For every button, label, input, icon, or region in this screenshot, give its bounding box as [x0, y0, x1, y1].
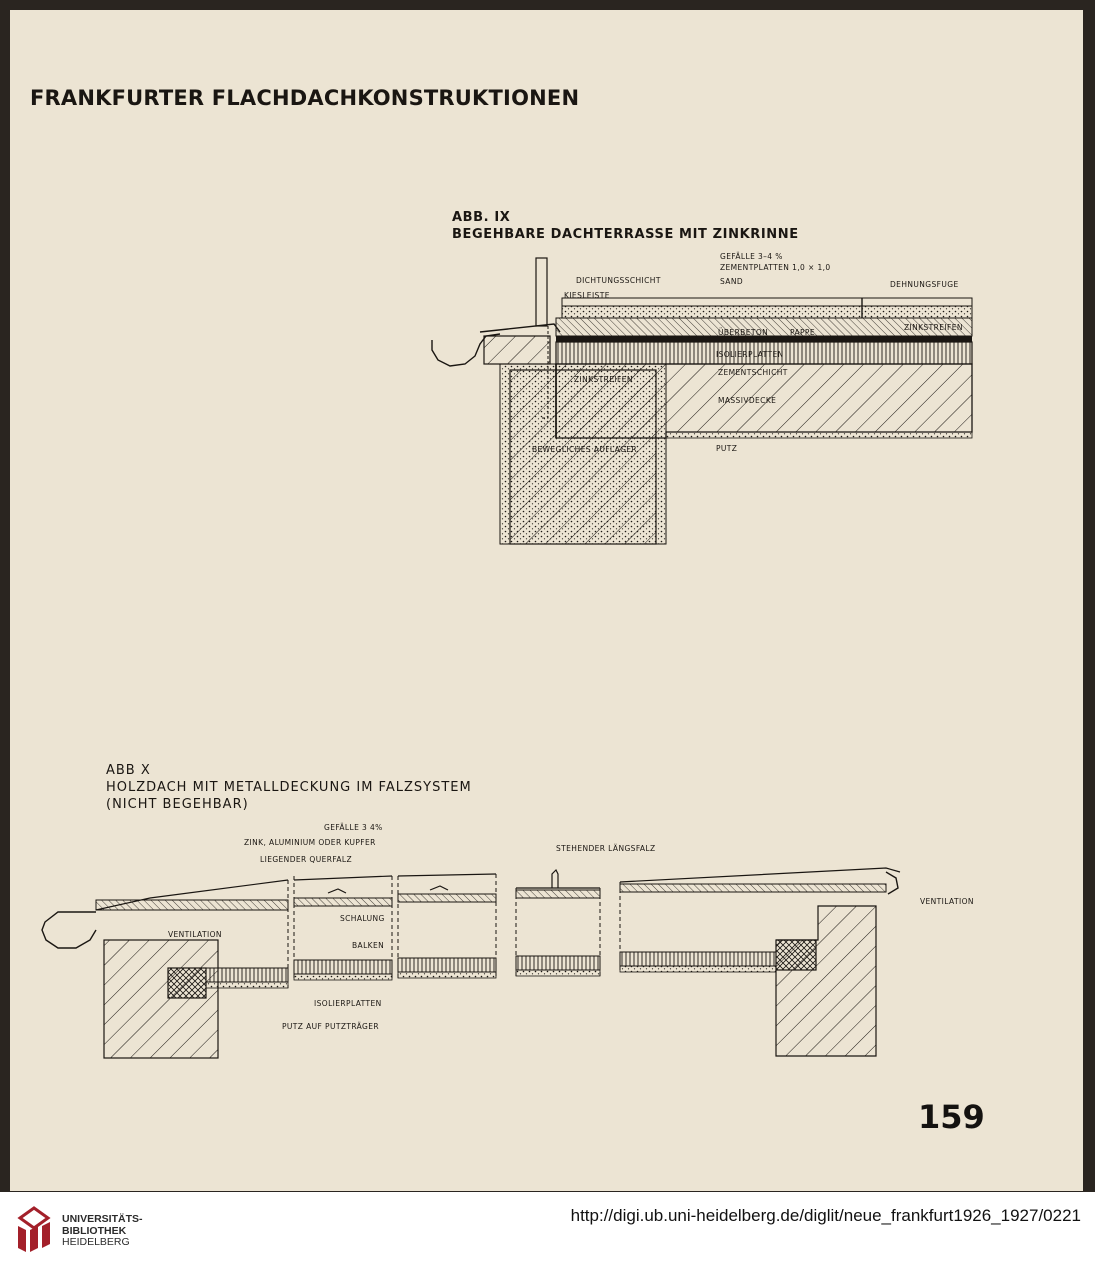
label-ventilation-right: VENTILATION: [920, 897, 974, 906]
library-logo-icon: [17, 1206, 51, 1252]
figure-10-structure: [41, 867, 901, 1059]
label-gefaelle-10: GEFÄLLE 3 4%: [324, 823, 383, 832]
viewer-footer: UNIVERSITÄTS- BIBLIOTHEK HEIDELBERG http…: [0, 1192, 1095, 1271]
page-number: 159: [918, 1098, 985, 1136]
page-title: FRANKFURTER FLACHDACHKONSTRUKTIONEN: [30, 86, 580, 110]
label-zinkstreifen-right: ZINKSTREIFEN: [904, 323, 963, 332]
label-zinkstreifen-left: ZINKSTREIFEN: [574, 375, 633, 384]
figure-10-number: ABB X: [106, 763, 151, 778]
label-putz: PUTZ: [716, 444, 737, 453]
label-ueberbeton: ÜBERBETON: [718, 328, 768, 337]
label-pappe: PAPPE: [790, 328, 815, 337]
library-name-line-3: HEIDELBERG: [62, 1236, 130, 1248]
label-schalung: SCHALUNG: [340, 914, 385, 923]
figure-9-structure: [431, 257, 973, 545]
label-putz-auf-putztraeger: PUTZ AUF PUTZTRÄGER: [282, 1022, 379, 1031]
figure-9-caption: ABB. IX BEGEHBARE DACHTERRASSE MIT ZINKR…: [452, 209, 799, 243]
label-stehender-laengsfalz: STEHENDER LÄNGSFALZ: [556, 844, 656, 853]
figure-10-subtitle: (NICHT BEGEHBAR): [106, 797, 249, 812]
label-zink-aluminium-kupfer: ZINK, ALUMINIUM ODER KUPFER: [244, 838, 376, 847]
library-name-line-2: BIBLIOTHEK: [62, 1224, 127, 1237]
figure-10-caption: ABB X HOLZDACH MIT METALLDECKUNG IM FALZ…: [106, 762, 472, 813]
label-bewegliches-auflager: BEWEGLICHES AUFLAGER: [532, 445, 637, 454]
label-isolierplatten-10: ISOLIERPLATTEN: [314, 999, 382, 1008]
label-ventilation-left: VENTILATION: [168, 930, 222, 939]
library-name: UNIVERSITÄTS- BIBLIOTHEK HEIDELBERG: [62, 1213, 143, 1249]
library-name-line-1: UNIVERSITÄTS-: [62, 1213, 143, 1225]
figure-10-title: HOLZDACH MIT METALLDECKUNG IM FALZSYSTEM: [106, 780, 472, 795]
label-balken: BALKEN: [352, 941, 384, 950]
figure-9-title: BEGEHBARE DACHTERRASSE MIT ZINKRINNE: [452, 227, 799, 242]
label-gefaelle: GEFÄLLE 3–4 %: [720, 252, 783, 261]
figure-9-labels: GEFÄLLE 3–4 % ZEMENTPLATTEN 1,0 × 1,0 DI…: [532, 252, 963, 454]
figure-10-labels: GEFÄLLE 3 4% ZINK, ALUMINIUM ODER KUPFER…: [168, 823, 974, 1031]
label-isolierplatten: ISOLIERPLATTEN: [716, 350, 784, 359]
label-zementschicht: ZEMENTSCHICHT: [718, 368, 788, 377]
label-kiesleiste: KIESLEISTE: [564, 291, 610, 300]
label-dehnungsfuge: DEHNUNGSFUGE: [890, 280, 959, 289]
label-liegender-querfalz: LIEGENDER QUERFALZ: [260, 855, 352, 864]
label-zementplatten: ZEMENTPLATTEN 1,0 × 1,0: [720, 263, 831, 272]
figure-9-number: ABB. IX: [452, 210, 511, 225]
label-sand: SAND: [720, 277, 743, 286]
label-dichtungsschicht: DICHTUNGSSCHICHT: [576, 276, 661, 285]
source-url-link[interactable]: http://digi.ub.uni-heidelberg.de/diglit/…: [570, 1206, 1081, 1225]
label-massivdecke: MASSIVDECKE: [718, 396, 776, 405]
